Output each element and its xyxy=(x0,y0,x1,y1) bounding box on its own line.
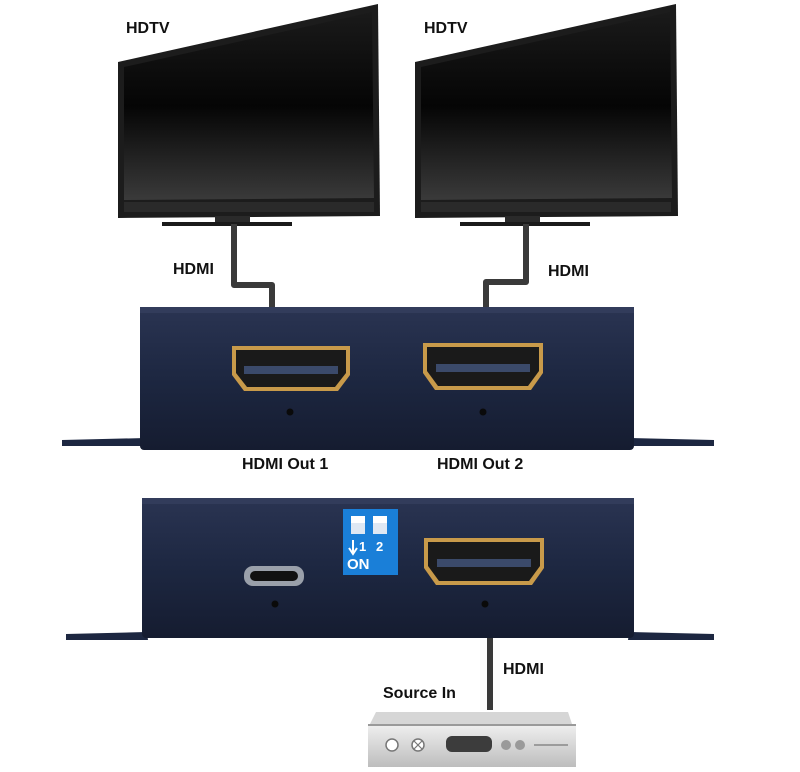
hdmi-out-1-port[interactable] xyxy=(232,346,350,391)
dip-switch-on-label: ON xyxy=(347,556,370,573)
hdmi-cable-tv2-label: HDMI xyxy=(548,263,589,280)
hdmi-cable-tv2 xyxy=(483,224,529,310)
hdmi-in-port[interactable] xyxy=(424,538,544,585)
splitter-front xyxy=(62,307,714,450)
hdmi-out-2-label: HDMI Out 2 xyxy=(437,456,524,473)
hdtv-1 xyxy=(118,4,380,226)
source-device-top xyxy=(370,712,572,724)
hdmi-in-led xyxy=(481,600,489,608)
dip-switch-1-label: 1 xyxy=(359,539,367,554)
hdtv-2 xyxy=(415,4,678,226)
hdtv-1-stand-base xyxy=(162,222,292,226)
hdtv-1-screen xyxy=(124,12,374,200)
power-led xyxy=(271,600,279,608)
source-device xyxy=(368,712,576,767)
splitter-back xyxy=(66,498,714,640)
micro-usb-port[interactable] xyxy=(244,566,304,586)
hdmi-cable-source-label: HDMI xyxy=(503,661,544,678)
splitter-front-left-flange xyxy=(62,432,148,446)
hdmi-out-2-port[interactable] xyxy=(423,343,543,390)
hdmi-cable-tv1 xyxy=(231,224,275,310)
hdmi-out-1-label: HDMI Out 1 xyxy=(242,456,329,473)
hdtv-2-label: HDTV xyxy=(424,20,468,37)
hdtv-1-bottom-strip xyxy=(124,202,374,212)
hdmi-out-2-led xyxy=(479,408,487,416)
splitter-front-right-flange xyxy=(628,432,714,446)
source-display-panel xyxy=(446,736,492,752)
splitter-back-right-flange xyxy=(628,626,714,640)
source-power-button-icon xyxy=(385,738,399,752)
dip-switch[interactable] xyxy=(343,509,398,575)
hdmi-cable-tv1-label: HDMI xyxy=(173,261,214,278)
hdtv-2-bottom-strip xyxy=(421,202,671,212)
hdtv-2-screen xyxy=(421,12,672,200)
source-in-label: Source In xyxy=(383,685,456,702)
dip-arrow-icon xyxy=(348,540,358,556)
dip-switch-2-label: 2 xyxy=(376,539,384,554)
hdtv-2-stand-neck xyxy=(505,216,540,222)
hdmi-out-1-led xyxy=(286,408,294,416)
hdtv-1-stand-neck xyxy=(215,216,250,222)
splitter-front-body xyxy=(140,307,634,450)
hdtv-1-label: HDTV xyxy=(126,20,170,37)
splitter-back-left-flange xyxy=(66,626,148,640)
